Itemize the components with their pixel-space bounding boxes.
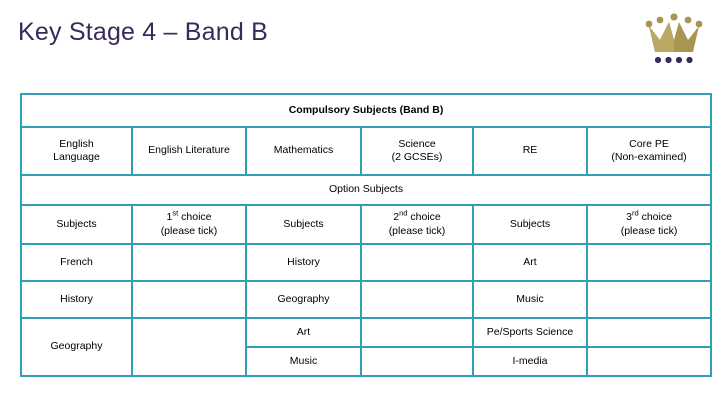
compulsory-cell-english-literature: English Literature xyxy=(131,126,247,176)
option-banner: Option Subjects xyxy=(19,174,713,206)
option-header-subjects-3: Subjects xyxy=(472,204,588,245)
header-sublabel: (please tick) xyxy=(620,224,678,237)
option-header-subjects-2: Subjects xyxy=(245,204,362,245)
option-subject-col3-geography: Geography xyxy=(245,280,362,319)
table-row: Geography Art Pe/Sports Science xyxy=(20,317,713,377)
header-label-rest: choice xyxy=(407,211,441,224)
cell-line-1: English Literature xyxy=(148,144,230,157)
cell-line-1: Mathematics xyxy=(273,144,334,157)
header-label: Subjects xyxy=(283,217,324,230)
header-label-rest: choice xyxy=(178,211,212,224)
option-header-first-choice: 1st choice (please tick) xyxy=(131,204,247,245)
crown-logo xyxy=(641,10,707,66)
option-banner-row: Option Subjects xyxy=(19,174,713,206)
option-subject-col5-art: Art xyxy=(472,243,588,282)
compulsory-banner: Compulsory Subjects (Band B) xyxy=(19,93,713,128)
option-subject-col1-geography: Geography xyxy=(20,317,133,377)
header-ordinal-suffix: rd xyxy=(631,208,639,218)
cell-line-1: Core PE xyxy=(629,137,669,150)
option-subject-col3-music: Music xyxy=(245,346,362,377)
header-label: 2 xyxy=(393,211,400,224)
header-label-rest: choice xyxy=(638,211,672,224)
option-subject-col1-french: French xyxy=(20,243,133,282)
compulsory-subjects-row: English Language English Literature Math… xyxy=(20,126,713,176)
crown-icon xyxy=(645,13,703,52)
option-subject-col5-music: Music xyxy=(472,280,588,319)
tick-box-col5-row3[interactable] xyxy=(585,317,713,348)
tick-box-col5-row1[interactable] xyxy=(585,243,713,282)
option-subject-col3-history: History xyxy=(245,243,362,282)
subjects-table: Compulsory Subjects (Band B) English Lan… xyxy=(19,93,713,377)
cell-line-2: Language xyxy=(53,151,100,163)
header-sublabel: (please tick) xyxy=(160,224,218,237)
header-label: 3 xyxy=(626,211,632,224)
header-sublabel: (please tick) xyxy=(388,224,446,237)
option-subject-col3-art: Art xyxy=(245,317,362,348)
option-header-third-choice: 3rd choice (please tick) xyxy=(585,204,713,245)
compulsory-cell-core-pe: Core PE (Non-examined) xyxy=(585,126,713,176)
option-subject-col5-pe-sports-science: Pe/Sports Science xyxy=(472,317,588,348)
option-header-subjects-1: Subjects xyxy=(20,204,133,245)
cell-line-2: (Non-examined) xyxy=(611,151,687,163)
table-row: History Geography Music xyxy=(20,280,713,319)
header-label: 1 xyxy=(166,211,173,224)
header-label: Subjects xyxy=(509,217,551,230)
crown-dots-icon xyxy=(654,56,693,64)
tick-box-col5-row4[interactable] xyxy=(585,346,713,377)
header-label: Subjects xyxy=(56,217,97,230)
tick-box-col3-row2[interactable] xyxy=(360,280,474,319)
tick-box-col1-row2[interactable] xyxy=(131,280,247,319)
table-row: Music I-media xyxy=(21,346,713,377)
tick-box-col1-row3[interactable] xyxy=(131,317,247,377)
cell-line-1: English xyxy=(59,137,94,150)
option-header-second-choice: 2nd choice (please tick) xyxy=(360,204,474,245)
tick-box-col5-row2[interactable] xyxy=(585,280,713,319)
header-ordinal-suffix: nd xyxy=(399,208,408,218)
cell-line-2: (2 GCSEs) xyxy=(391,151,443,163)
cell-line-1: Science xyxy=(398,137,436,150)
option-header-row: Subjects 1st choice (please tick) Subjec… xyxy=(20,204,713,245)
tick-box-col3-row4[interactable] xyxy=(360,346,474,377)
compulsory-banner-row: Compulsory Subjects (Band B) xyxy=(19,93,713,128)
option-subject-col5-i-media: I-media xyxy=(472,346,588,377)
tick-box-col3-row3[interactable] xyxy=(360,317,474,348)
option-subject-col1-history: History xyxy=(20,280,133,319)
compulsory-cell-re: RE xyxy=(472,126,588,176)
cell-line-1: RE xyxy=(522,144,538,157)
compulsory-cell-english-language: English Language xyxy=(20,126,133,176)
header-ordinal-suffix: st xyxy=(172,208,179,218)
table-row: French History Art xyxy=(20,243,713,282)
compulsory-cell-science: Science (2 GCSEs) xyxy=(360,126,474,176)
compulsory-cell-mathematics: Mathematics xyxy=(245,126,362,176)
tick-box-col3-row1[interactable] xyxy=(360,243,474,282)
tick-box-col1-row1[interactable] xyxy=(131,243,247,282)
page-title: Key Stage 4 – Band B xyxy=(18,18,269,46)
